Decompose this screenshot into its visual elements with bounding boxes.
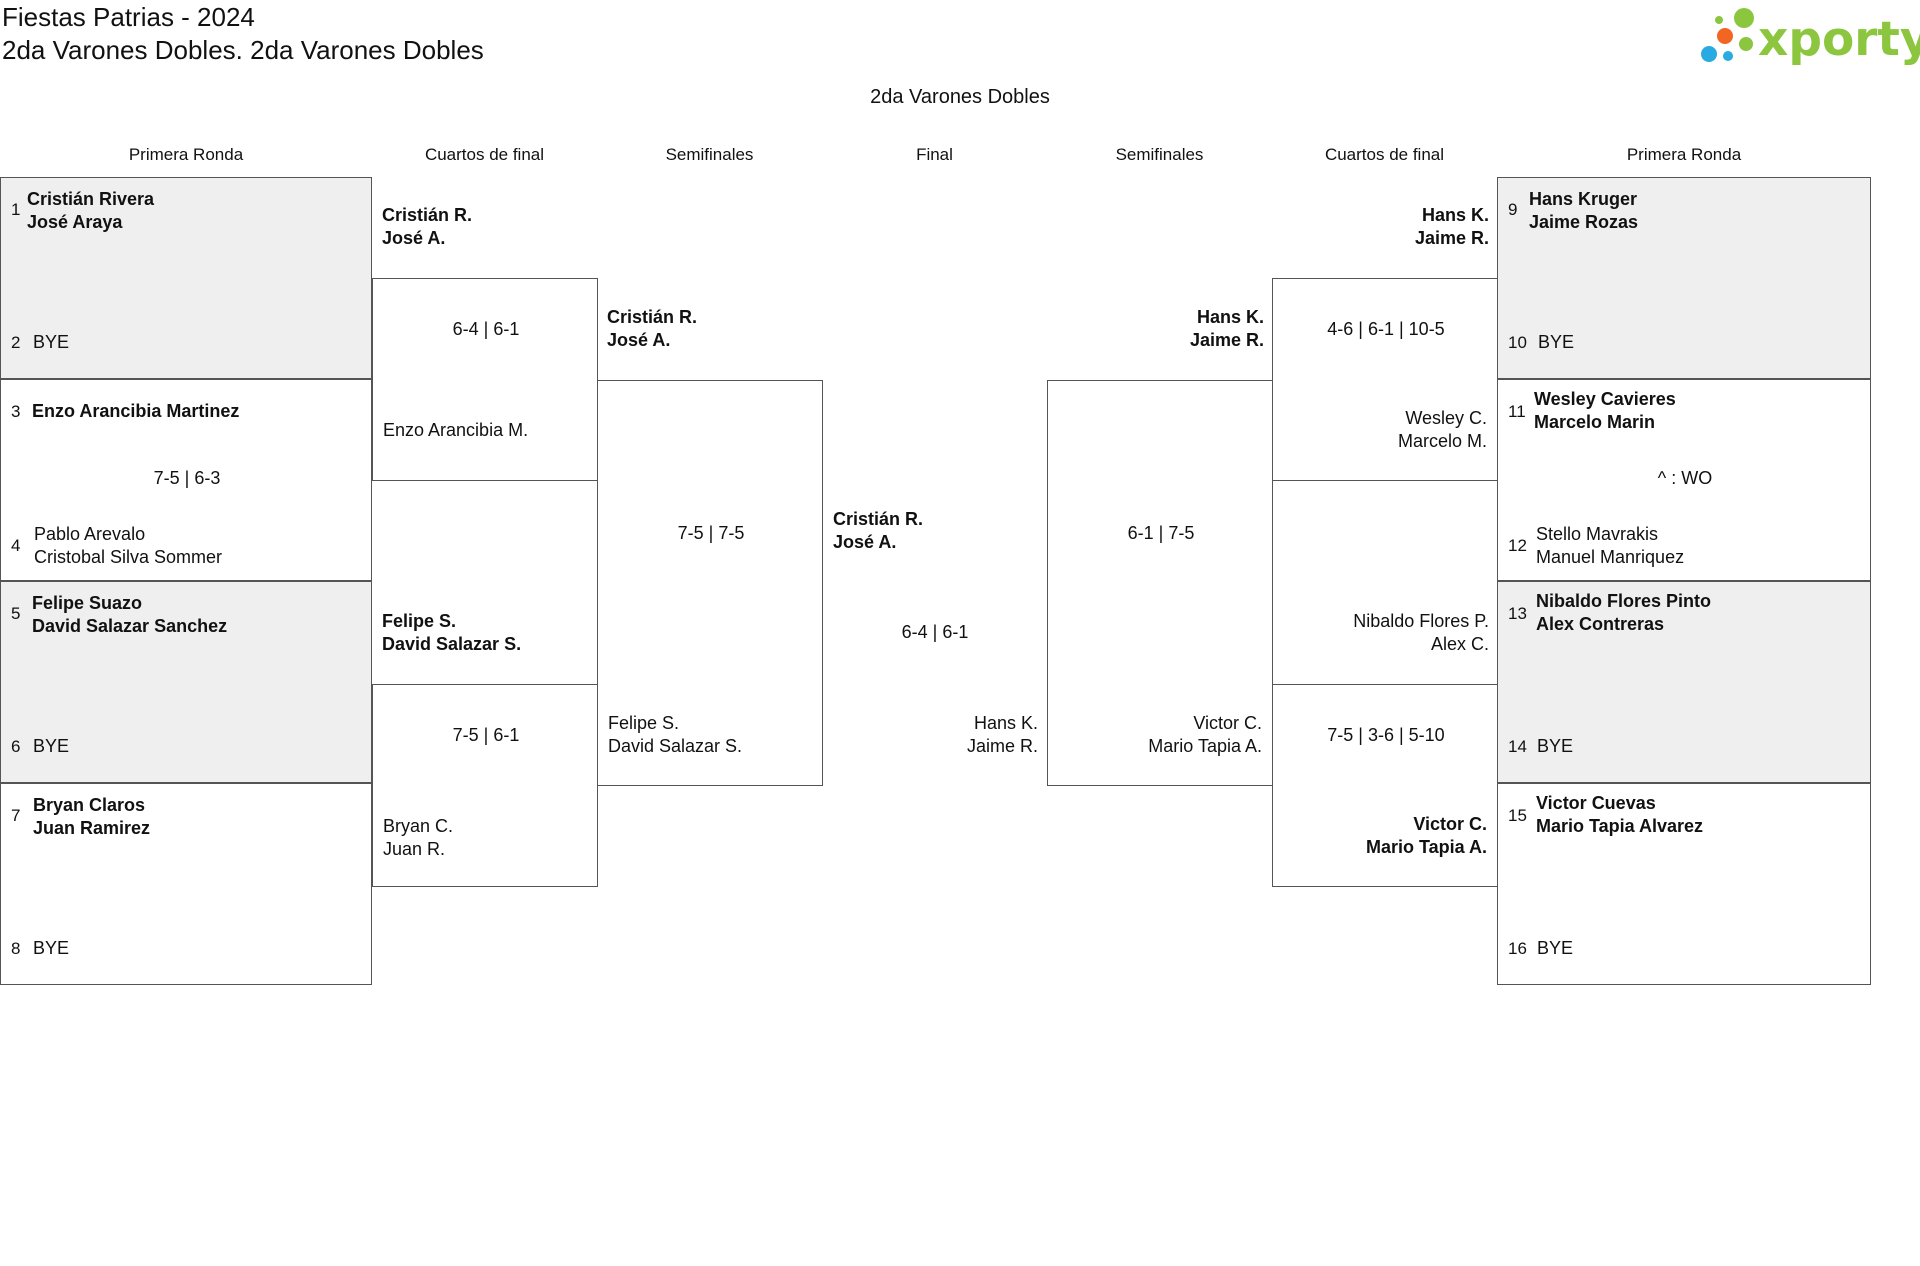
match-box-qf-right-1: 4-6 | 6-1 | 10-5 Wesley C.Marcelo M. — [1272, 278, 1498, 481]
team-name: Enzo Arancibia M. — [383, 420, 529, 440]
match-score: 7-5 | 3-6 | 5-10 — [1327, 725, 1445, 745]
round-header-final: Final — [916, 145, 953, 164]
match-score: 4-6 | 6-1 | 10-5 — [1327, 319, 1445, 339]
seed-number: 5 — [11, 604, 21, 623]
round-header-left-sf: Semifinales — [665, 145, 754, 164]
final-score: 6-4 | 6-1 — [901, 622, 969, 642]
seed-number: 11 — [1508, 402, 1526, 421]
match-box-qf-right-2: 7-5 | 3-6 | 5-10 Victor C.Mario Tapia A. — [1272, 684, 1498, 887]
team-name: Hans K.Jaime R. — [1189, 307, 1264, 350]
seed-number: 3 — [11, 402, 21, 421]
team-name: Nibaldo Flores P.Alex C. — [1353, 611, 1489, 654]
seed-number: 12 — [1508, 536, 1527, 555]
match-score: 6-1 | 7-5 — [1127, 523, 1195, 543]
team-name: Victor C.Mario Tapia A. — [1148, 713, 1262, 756]
team-name: Cristián R.José A. — [382, 205, 473, 248]
round-header-right-qf: Cuartos de final — [1324, 145, 1445, 164]
seed-number: 1 — [11, 200, 21, 219]
xporty-logo: xporty — [1695, 4, 1920, 68]
team-name: BYE — [33, 332, 70, 352]
seed-number: 14 — [1508, 737, 1527, 756]
team-name: Felipe S.David Salazar S. — [608, 713, 743, 756]
match-box-qf-left-2: 7-5 | 6-1 Bryan C.Juan R. — [372, 684, 598, 887]
team-name: BYE — [1537, 736, 1574, 756]
team-name: Cristián R.José A. — [833, 509, 924, 552]
seed-number: 8 — [11, 939, 21, 958]
team-name: Wesley C.Marcelo M. — [1397, 408, 1487, 451]
team-name: Bryan C.Juan R. — [383, 816, 454, 859]
team-name: Hans K.Jaime R. — [966, 713, 1038, 756]
seed-number: 13 — [1508, 604, 1527, 623]
match-box-r1-left-2: 3 Enzo Arancibia Martinez 7-5 | 6-3 4 Pa… — [0, 379, 372, 581]
match-score: 7-5 | 6-1 — [452, 725, 520, 745]
seed-number: 9 — [1508, 200, 1518, 219]
seed-number: 6 — [11, 737, 21, 756]
event-name: 2da Varones Dobles — [870, 86, 1050, 108]
match-box-qf-left-1: 6-4 | 6-1 Enzo Arancibia M. — [372, 278, 598, 481]
seed-number: 10 — [1508, 333, 1527, 352]
team-name: Victor C.Mario Tapia A. — [1365, 814, 1487, 857]
round-header-left-r1: Primera Ronda — [128, 145, 244, 164]
page-subtitle: 2da Varones Dobles. 2da Varones Dobles — [2, 35, 484, 65]
match-score: 6-4 | 6-1 — [452, 319, 520, 339]
seed-number: 7 — [11, 806, 21, 825]
team-name: BYE — [1537, 938, 1574, 958]
team-name: Cristián R.José A. — [607, 307, 698, 350]
page-title: Fiestas Patrias - 2024 — [2, 2, 255, 32]
match-box-sf-right: 6-1 | 7-5 Victor C.Mario Tapia A. — [1047, 380, 1273, 786]
team-name: BYE — [33, 938, 70, 958]
round-header-right-r1: Primera Ronda — [1626, 145, 1742, 164]
match-score: 7-5 | 7-5 — [677, 523, 745, 543]
team-name: BYE — [33, 736, 70, 756]
team-name: Enzo Arancibia Martinez — [32, 401, 240, 421]
seed-number: 16 — [1508, 939, 1527, 958]
team-name: Hans K.Jaime R. — [1414, 205, 1489, 248]
svg-text:xporty: xporty — [1758, 12, 1920, 67]
team-name: BYE — [1538, 332, 1575, 352]
seed-number: 15 — [1508, 806, 1527, 825]
seed-number: 4 — [11, 536, 21, 555]
match-score: ^ : WO — [1657, 468, 1713, 488]
match-box-sf-left: 7-5 | 7-5 Felipe S.David Salazar S. — [597, 380, 823, 786]
team-name: Felipe S.David Salazar S. — [382, 611, 522, 654]
seed-number: 2 — [11, 333, 21, 352]
round-header-right-sf: Semifinales — [1115, 145, 1204, 164]
round-header-left-qf: Cuartos de final — [424, 145, 545, 164]
match-score: 7-5 | 6-3 — [153, 468, 221, 488]
